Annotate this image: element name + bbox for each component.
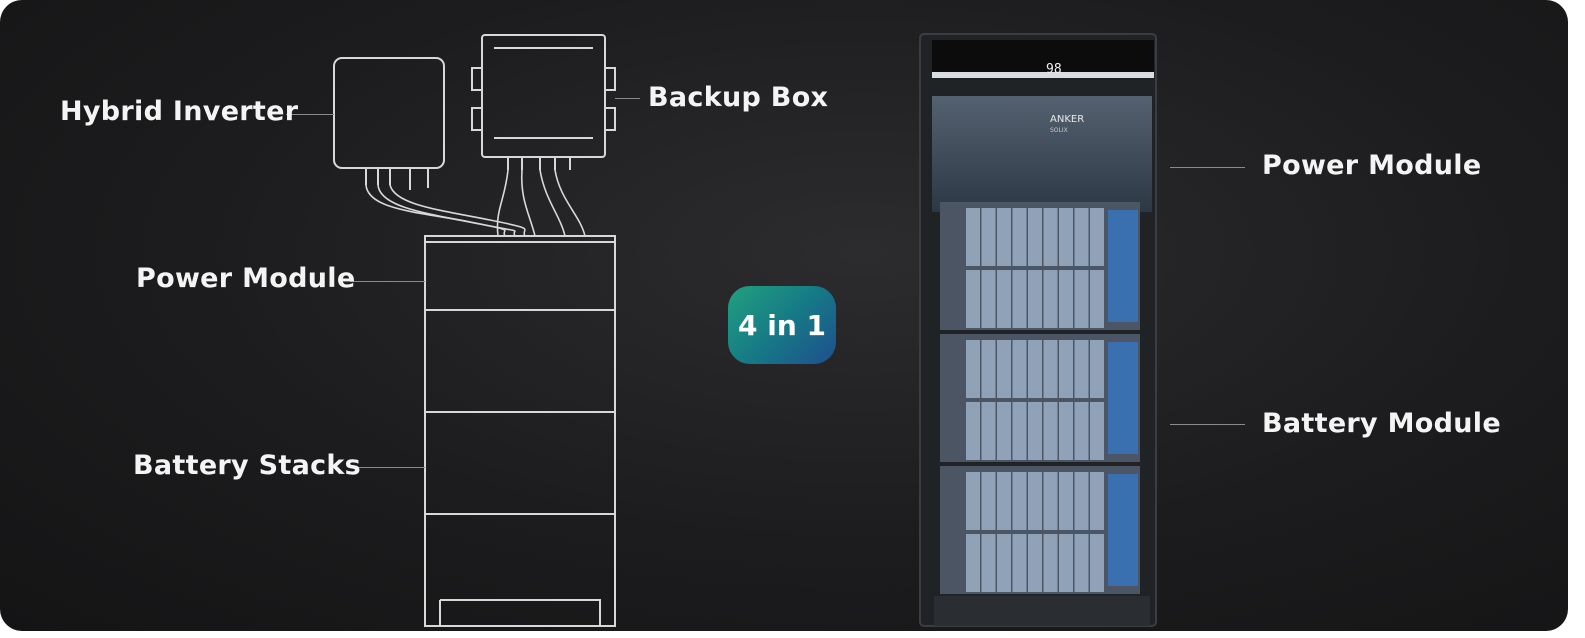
battery-cell [1043,402,1058,460]
four-in-one-badge: 4 in 1 [728,286,836,364]
battery-cell [1059,472,1073,530]
battery-cell [1012,208,1027,266]
device-frame [919,33,1157,627]
battery-cell [1090,340,1104,398]
leader-battery-stacks [350,467,425,468]
label-battery-module: Battery Module [1262,408,1501,439]
label-backup-box: Backup Box [648,82,829,113]
battery-cell [981,208,996,266]
backup-box-drawing [471,34,616,237]
battery-cell [981,402,996,460]
battery-cell [1074,340,1089,398]
label-power-module-right: Power Module [1262,150,1482,181]
device-sub-brand: SOLIX [1050,127,1068,134]
battery-cell [966,208,980,266]
leader-power-module-left [350,281,425,282]
battery-cell [1074,402,1089,460]
battery-cell [1059,270,1073,328]
battery-cell [966,472,980,530]
leader-backup-box [615,98,640,99]
battery-cell [997,534,1011,592]
battery-cells [940,202,1140,594]
device-render: ANKER SOLIX 98 [919,33,1157,627]
battery-cell [1028,270,1042,328]
battery-cell [1074,472,1089,530]
battery-cell [966,270,980,328]
battery-cell [1043,340,1058,398]
battery-cell [966,340,980,398]
battery-cell [1090,472,1104,530]
label-battery-stacks: Battery Stacks [133,450,362,481]
battery-cell [1028,534,1042,592]
line-art-system [333,34,616,627]
battery-cell [1043,208,1058,266]
label-hybrid-inverter: Hybrid Inverter [60,96,299,127]
battery-cell [1059,208,1073,266]
battery-cell [966,534,980,592]
battery-cell [1012,472,1027,530]
battery-cell [1090,270,1104,328]
battery-cell [981,472,996,530]
bms-board [1108,474,1138,586]
battery-cell [997,208,1011,266]
battery-cell [1028,472,1042,530]
diagram-canvas: ANKER SOLIX 98 Hybrid Inverter Backup Bo… [0,0,1568,631]
battery-cell [1012,534,1027,592]
bms-board [1108,210,1138,322]
battery-cell [1074,534,1089,592]
battery-cell [997,402,1011,460]
battery-cell [1028,402,1042,460]
battery-cell [1059,534,1073,592]
battery-cell [1043,534,1058,592]
battery-cell [1090,402,1104,460]
battery-cell [981,270,996,328]
battery-cell [1012,270,1027,328]
battery-cell [1028,340,1042,398]
battery-cell [1012,340,1027,398]
label-power-module-left: Power Module [136,263,356,294]
battery-cell [997,472,1011,530]
battery-cell [1090,534,1104,592]
device-brand: ANKER [1050,114,1084,125]
device-display-value: 98 [1046,62,1062,77]
battery-cell [1059,402,1073,460]
battery-cell [1012,402,1027,460]
leader-power-module-right [1170,167,1245,168]
battery-cell [1074,208,1089,266]
battery-cell [1090,208,1104,266]
stack-drawing [424,235,616,627]
battery-cell [1059,340,1073,398]
battery-cell [997,340,1011,398]
bms-board [1108,342,1138,454]
battery-cell [1074,270,1089,328]
battery-cell [981,534,996,592]
leader-hybrid-inverter [286,114,334,115]
battery-cell [1043,270,1058,328]
battery-cell [1043,472,1058,530]
battery-cell [981,340,996,398]
battery-cell [1028,208,1042,266]
battery-cell [966,402,980,460]
hybrid-inverter-drawing [333,57,526,237]
battery-cell [997,270,1011,328]
leader-battery-module [1170,424,1245,425]
